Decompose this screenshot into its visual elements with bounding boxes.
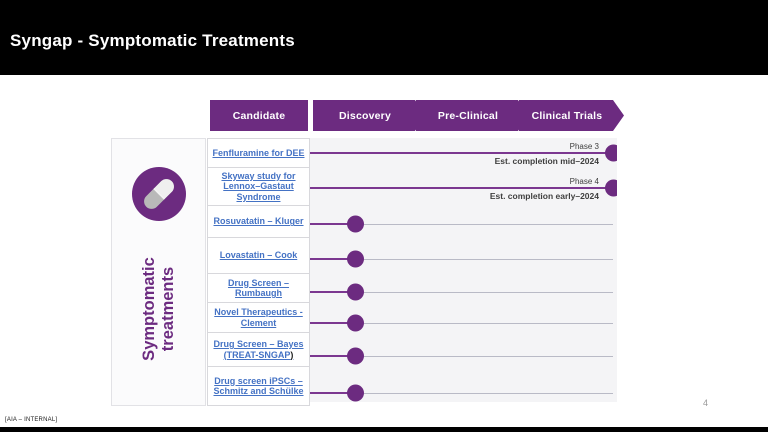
timeline-track xyxy=(310,292,613,293)
progress-line xyxy=(310,257,355,260)
track-row-clement xyxy=(310,307,617,338)
progress-dot xyxy=(347,347,364,364)
progress-line xyxy=(310,392,355,394)
progress-dot xyxy=(605,144,617,162)
phase-note: Est. completion early–2024 xyxy=(489,190,599,201)
candidate-column: Fenfluramine for DEE Skyway study for Le… xyxy=(207,138,310,406)
candidate-cell: Rosuvatatin – Kluger xyxy=(207,205,310,238)
category-label: Symptomatic treatments xyxy=(140,234,178,384)
candidate-link[interactable]: Novel Therapeutics - Clement xyxy=(214,307,303,328)
header-bar: Syngap - Symptomatic Treatments xyxy=(0,0,768,75)
timeline-track xyxy=(310,393,613,394)
candidate-link[interactable]: Skyway study for Lennox–Gastaut Syndrome xyxy=(221,170,296,202)
category-panel: Symptomatic treatments xyxy=(111,138,206,406)
phase-note: Est. completion mid–2024 xyxy=(494,156,599,166)
progress-line xyxy=(310,152,612,154)
stage-pre-clinical: Pre-Clinical xyxy=(416,100,529,131)
candidate-cell: Skyway study for Lennox–Gastaut Syndrome xyxy=(207,167,310,206)
category-label-line1: Symptomatic xyxy=(139,257,158,361)
progress-line xyxy=(310,321,355,324)
progress-dot xyxy=(605,179,617,196)
track-row-skyway: Phase 4 Est. completion early–2024 xyxy=(310,168,617,207)
timeline-track xyxy=(310,322,613,324)
category-label-line2: treatments xyxy=(158,266,177,352)
candidate-cell: Lovastatin – Cook xyxy=(207,237,310,274)
candidate-link[interactable]: Rosuvatatin – Kluger xyxy=(213,216,304,227)
progress-dot xyxy=(347,384,364,402)
progress-dot xyxy=(347,283,364,301)
candidate-link[interactable]: Drug screen iPSCs – Schmitz and Schülke xyxy=(213,375,304,397)
candidate-cell: Drug Screen – Rumbaugh xyxy=(207,273,310,303)
progress-line xyxy=(310,222,355,225)
candidate-link[interactable]: Lovastatin – Cook xyxy=(219,250,298,261)
candidate-link[interactable]: Fenfluramine for DEE xyxy=(212,147,305,158)
pill-icon xyxy=(132,167,186,221)
stage-candidate: Candidate xyxy=(210,100,308,131)
timeline-track xyxy=(310,258,613,260)
progress-dot xyxy=(347,215,364,232)
progress-line xyxy=(310,186,612,189)
stage-discovery: Discovery xyxy=(313,100,426,131)
footer-bar xyxy=(0,427,768,432)
track-row-lovastatin xyxy=(310,240,617,277)
track-row-ipscs xyxy=(310,373,617,402)
candidate-link[interactable]: Drug Screen – Rumbaugh xyxy=(227,277,290,299)
page-title: Syngap - Symptomatic Treatments xyxy=(10,31,295,50)
candidate-cell: Novel Therapeutics - Clement xyxy=(207,302,310,333)
internal-tag: [AIA – INTERNAL] xyxy=(5,417,58,423)
candidate-link-suffix: ) xyxy=(290,349,294,360)
page-number: 4 xyxy=(703,398,709,408)
track-row-fenfluramine: Phase 3 Est. completion mid–2024 xyxy=(310,138,617,168)
candidate-link[interactable]: Drug Screen – Bayes (TREAT-SNGAP) xyxy=(213,339,304,360)
timeline-track xyxy=(310,355,613,357)
track-row-bayes xyxy=(310,338,617,373)
timeline-track xyxy=(310,223,613,225)
candidate-cell: Drug screen iPSCs – Schmitz and Schülke xyxy=(207,366,310,406)
track-row-rumbaugh xyxy=(310,277,617,307)
phase-label: Phase 3 xyxy=(569,142,599,151)
progress-dot xyxy=(347,314,364,331)
progress-line xyxy=(310,291,355,293)
track-row-rosuvatatin xyxy=(310,207,617,240)
timeline-chart: Phase 3 Est. completion mid–2024 Phase 4… xyxy=(310,138,617,402)
candidate-cell: Fenfluramine for DEE xyxy=(207,138,310,168)
phase-label: Phase 4 xyxy=(569,176,599,186)
progress-dot xyxy=(347,250,364,267)
progress-line xyxy=(310,354,355,357)
candidate-cell: Drug Screen – Bayes (TREAT-SNGAP) xyxy=(207,332,310,367)
stage-clinical-trials: Clinical Trials xyxy=(519,100,624,131)
